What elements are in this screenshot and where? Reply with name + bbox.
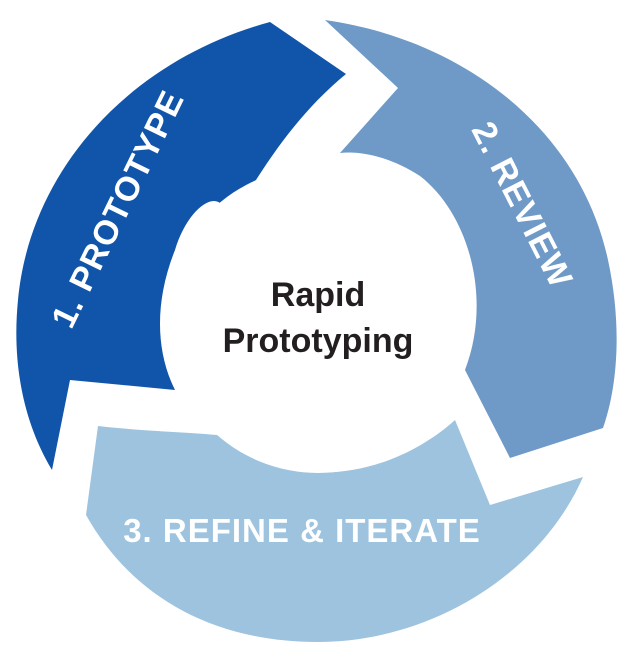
segment-refine-iterate	[86, 420, 583, 642]
center-title-line2: Prototyping	[223, 322, 414, 360]
segment-review	[325, 20, 617, 458]
center-circle	[165, 167, 471, 473]
segment-prototype	[16, 22, 346, 470]
center-title-line1: Rapid	[271, 276, 365, 314]
label-refine-iterate: 3. REFINE & ITERATE	[123, 512, 481, 549]
